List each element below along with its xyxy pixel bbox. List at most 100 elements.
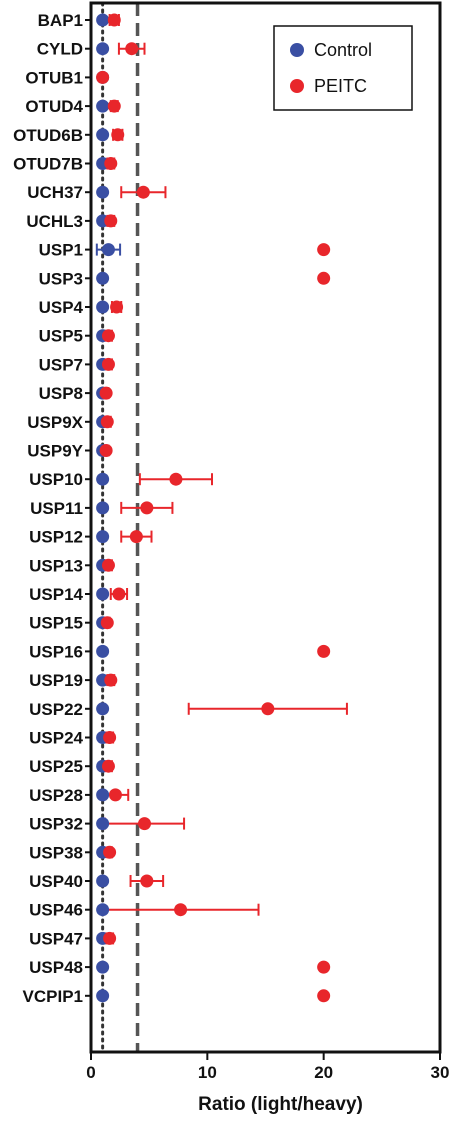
category-label: USP13 <box>29 556 83 575</box>
data-point-peitc <box>100 415 114 429</box>
legend-marker-peitc <box>290 79 304 93</box>
x-tick-label: 0 <box>86 1063 95 1082</box>
data-point-peitc <box>174 903 188 917</box>
data-point-peitc <box>103 731 117 744</box>
data-point-peitc <box>96 70 110 84</box>
data-point-peitc <box>104 214 118 228</box>
category-label: USP16 <box>29 642 83 661</box>
data-point-peitc <box>317 989 331 1003</box>
data-point-peitc <box>101 357 115 371</box>
data-point-control <box>96 644 110 658</box>
x-tick-label: 30 <box>431 1063 450 1082</box>
data-point-control <box>96 960 110 974</box>
category-label: USP9X <box>27 413 83 432</box>
category-label: BAP1 <box>38 11 83 30</box>
data-point-control <box>96 185 110 199</box>
category-label: USP15 <box>29 614 83 633</box>
x-tick-label: 10 <box>198 1063 217 1082</box>
category-label: USP7 <box>39 355 83 374</box>
category-label: USP5 <box>39 327 83 346</box>
data-point-peitc <box>138 817 152 831</box>
plot-frame <box>89 1 442 1054</box>
x-axis-title: Ratio (light/heavy) <box>198 1094 363 1115</box>
data-point-peitc <box>101 759 115 773</box>
data-point-peitc <box>101 558 115 572</box>
data-point-peitc <box>140 874 154 888</box>
category-label: USP1 <box>39 241 83 260</box>
data-point-control <box>96 99 110 113</box>
data-point-peitc <box>108 788 122 802</box>
data-point-peitc <box>101 329 115 343</box>
category-label: UCHL3 <box>26 212 83 231</box>
category-label: USP40 <box>29 872 83 891</box>
category-label: OTUD6B <box>13 126 83 145</box>
category-label: USP25 <box>29 757 83 776</box>
data-point-control <box>96 817 110 831</box>
data-point-control <box>96 501 110 515</box>
data-point-peitc <box>103 845 117 859</box>
data-point-peitc <box>140 501 154 515</box>
legend-label-control: Control <box>314 40 372 60</box>
category-label: USP22 <box>29 700 83 719</box>
legend-box <box>273 25 413 111</box>
data-point-control <box>96 903 110 917</box>
category-label: USP47 <box>29 929 83 948</box>
data-point-peitc <box>99 386 113 400</box>
data-point-control <box>96 472 110 486</box>
category-label: USP38 <box>29 843 83 862</box>
data-point-peitc <box>317 243 331 257</box>
data-point-peitc <box>104 157 118 170</box>
data-point-control <box>96 13 110 27</box>
data-point-peitc <box>129 530 143 544</box>
data-point-control <box>96 271 110 285</box>
category-label: USP12 <box>29 528 83 547</box>
category-label: USP48 <box>29 958 83 977</box>
category-label: USP8 <box>39 384 83 403</box>
data-point-peitc <box>111 128 125 142</box>
data-point-control <box>96 530 110 544</box>
data-point-control <box>96 788 110 802</box>
data-point-control <box>96 702 110 716</box>
data-point-peitc <box>317 960 331 974</box>
data-point-control <box>96 300 110 314</box>
category-label: CYLD <box>37 40 83 59</box>
data-point-control <box>96 874 110 888</box>
legend-marker-control <box>290 43 304 57</box>
category-label: USP28 <box>29 786 83 805</box>
category-label: USP9Y <box>27 442 83 461</box>
category-label: OTUD7B <box>13 155 83 174</box>
category-label: USP4 <box>39 298 84 317</box>
category-label: OTUB1 <box>25 68 83 87</box>
data-point-peitc <box>107 99 121 113</box>
data-point-control <box>96 989 110 1003</box>
category-label: OTUD4 <box>25 97 83 116</box>
category-label: USP14 <box>29 585 83 604</box>
x-tick-label: 20 <box>314 1063 333 1082</box>
category-label: USP11 <box>30 499 83 518</box>
data-point-peitc <box>110 300 124 314</box>
data-point-peitc <box>317 271 331 285</box>
data-point-control <box>101 243 115 257</box>
data-point-peitc <box>136 185 150 199</box>
data-point-peitc <box>169 472 183 486</box>
category-label: UCH37 <box>27 183 83 202</box>
category-label: USP3 <box>39 269 83 288</box>
data-point-peitc <box>261 702 275 716</box>
category-label: VCPIP1 <box>23 987 83 1006</box>
data-point-control <box>96 587 110 601</box>
category-label: USP19 <box>29 671 83 690</box>
data-point-peitc <box>125 42 139 56</box>
data-point-peitc <box>107 13 121 27</box>
data-point-peitc <box>99 444 113 457</box>
category-label: USP24 <box>29 729 83 748</box>
data-point-peitc <box>103 931 117 945</box>
legend-label-peitc: PEITC <box>314 76 367 96</box>
data-point-control <box>96 128 110 142</box>
data-point-peitc <box>100 616 114 630</box>
data-point-peitc <box>112 587 126 601</box>
data-point-peitc <box>104 673 118 687</box>
category-label: USP10 <box>29 470 83 489</box>
category-label: USP32 <box>29 815 83 834</box>
